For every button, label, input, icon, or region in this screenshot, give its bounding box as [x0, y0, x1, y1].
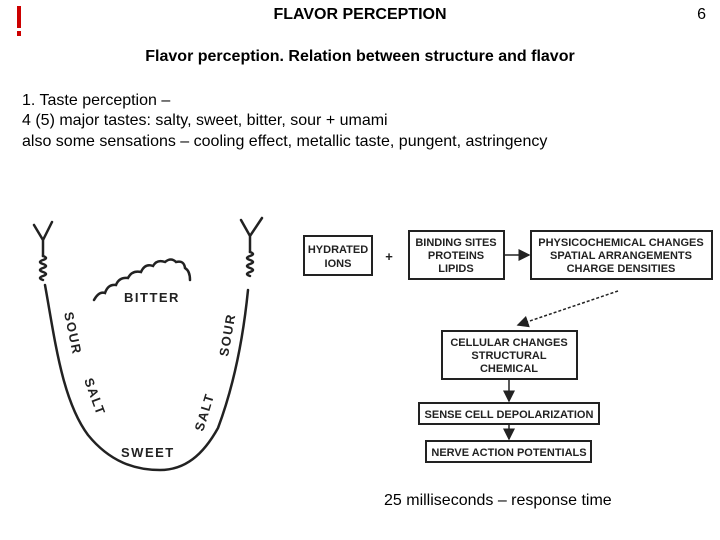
salt-left-label: SALT: [81, 376, 108, 418]
bitter-bumps: [92, 258, 192, 302]
bitter-label: BITTER: [124, 290, 180, 305]
tongue-diagram: [32, 216, 264, 472]
left-nerve: [32, 220, 54, 258]
flow-arrows: [503, 249, 619, 441]
binding-line-3: LIPIDS: [438, 263, 473, 275]
binding-line-2: PROTEINS: [428, 250, 484, 262]
slide-title: FLAVOR PERCEPTION: [273, 6, 447, 23]
nerve-box: [425, 440, 592, 463]
right-coil: [245, 250, 255, 278]
binding-line-1: BINDING SITES: [415, 237, 496, 249]
right-nerve: [239, 216, 264, 254]
sour-left-label: SOUR: [61, 311, 85, 357]
nerve-text: NERVE ACTION POTENTIALS: [431, 447, 586, 459]
body-line-2: 4 (5) major tastes: salty, sweet, bitter…: [22, 112, 388, 129]
sweet-label: SWEET: [121, 445, 175, 460]
body-line-3: also some sensations – cooling effect, m…: [22, 133, 548, 150]
exclamation-icon: [17, 6, 21, 36]
response-time-caption: 25 milliseconds – response time: [384, 492, 612, 509]
hydrated-line-2: IONS: [325, 258, 352, 270]
left-coil: [38, 254, 48, 282]
hydrated-box: [303, 235, 373, 276]
cellular-line-2: STRUCTURAL: [471, 350, 546, 362]
page-number: 6: [697, 6, 706, 23]
flow-chart: HYDRATED IONS + BINDING SITES PROTEINS L…: [303, 230, 713, 463]
physico-line-3: CHARGE DENSITIES: [567, 263, 676, 275]
slide-subtitle: Flavor perception. Relation between stru…: [145, 48, 575, 65]
depolarization-text: SENSE CELL DEPOLARIZATION: [425, 409, 594, 421]
physico-box: [530, 230, 713, 280]
plus-sign: +: [385, 249, 393, 264]
physico-line-1: PHYSICOCHEMICAL CHANGES: [538, 237, 703, 249]
hydrated-line-1: HYDRATED: [308, 244, 368, 256]
sour-right-label: SOUR: [216, 312, 238, 358]
body-line-1: 1. Taste perception –: [22, 92, 171, 109]
salt-right-label: SALT: [192, 391, 218, 433]
tongue-outline: [43, 283, 250, 472]
cellular-line-1: CELLULAR CHANGES: [450, 337, 567, 349]
arrow-physico-cellular: [516, 290, 619, 328]
physico-line-2: SPATIAL ARRANGEMENTS: [550, 250, 692, 262]
cellular-line-3: CHEMICAL: [480, 363, 538, 375]
